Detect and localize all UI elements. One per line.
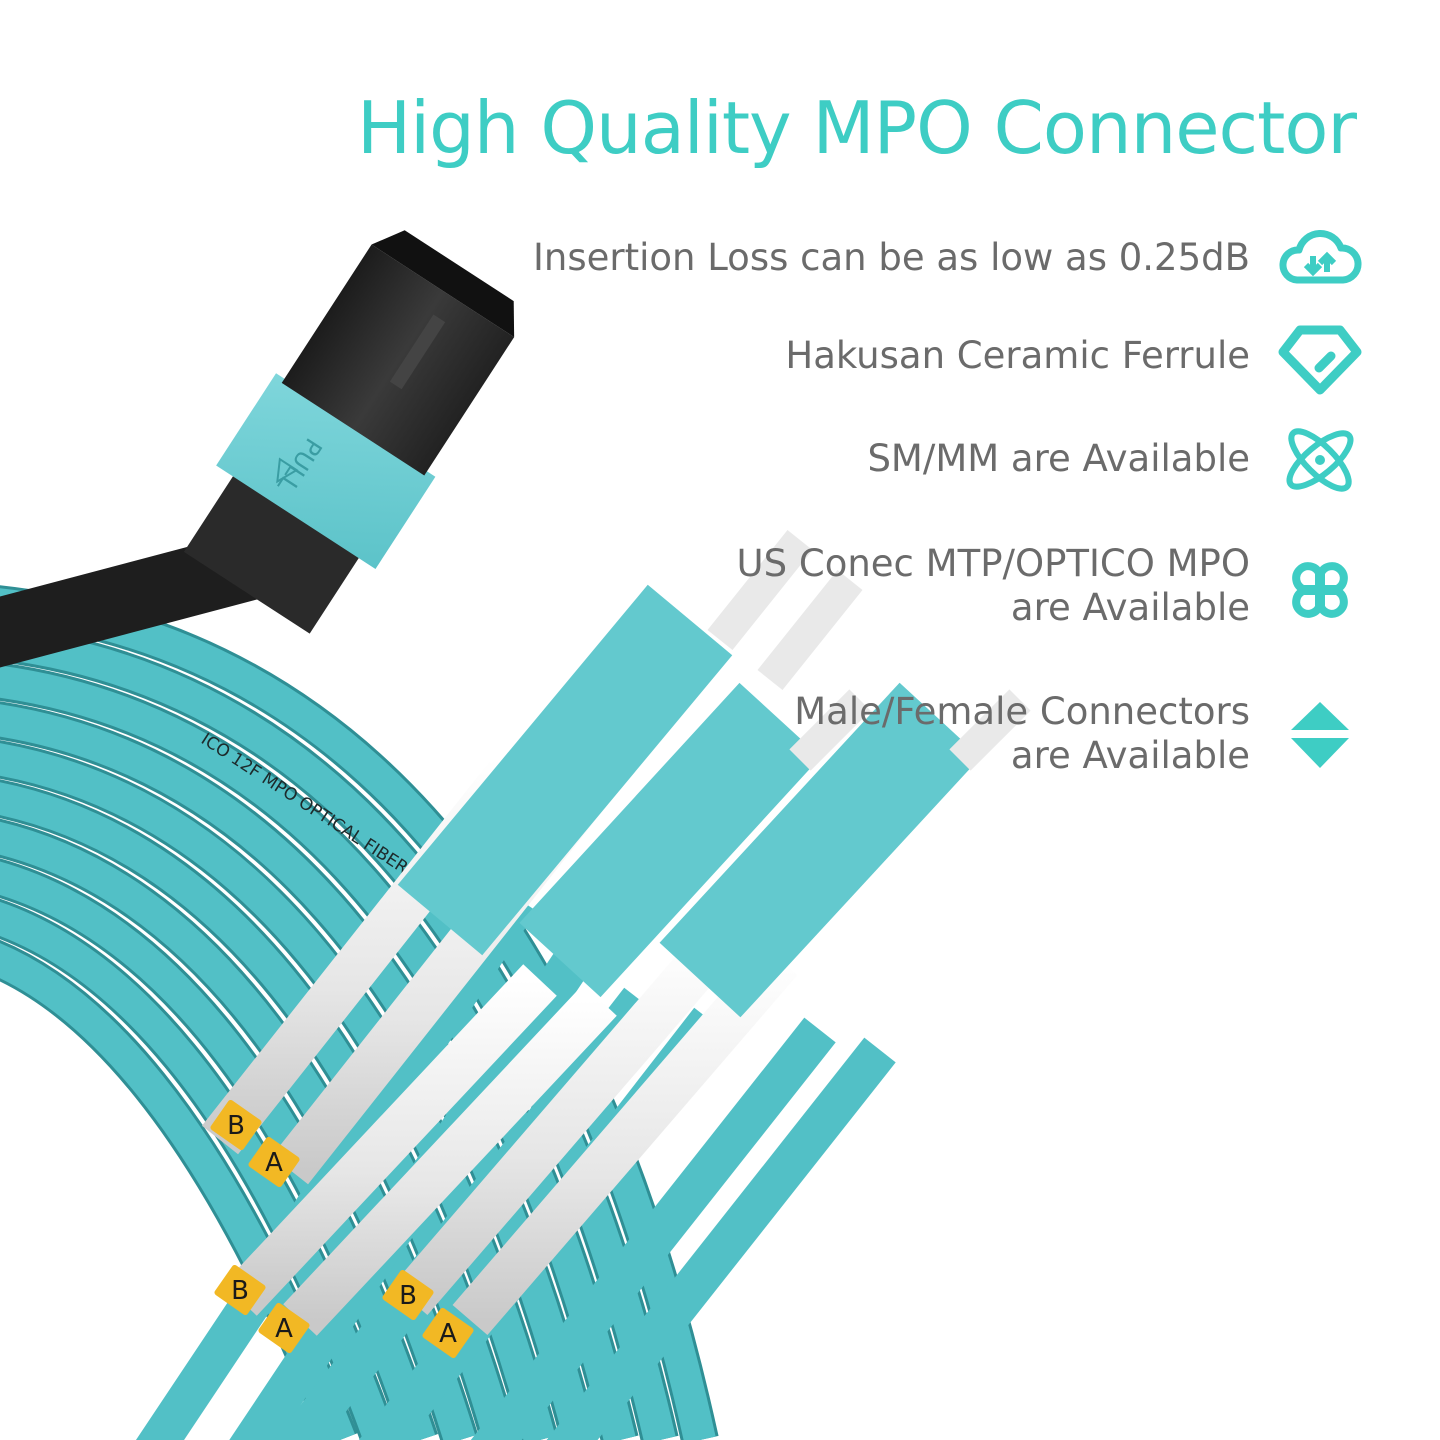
feature-text: SM/MM are Available <box>867 437 1250 480</box>
feature-text-line-2: are Available <box>1010 586 1250 629</box>
feature-text: Hakusan Ceramic Ferrule <box>785 334 1250 377</box>
lc-label-b: B <box>399 1281 417 1311</box>
feature-text: Insertion Loss can be as low as 0.25dB <box>532 236 1250 279</box>
lc-label-a: A <box>439 1319 457 1349</box>
page-title: High Quality MPO Connector <box>357 86 1357 170</box>
feature-sm-mm: SM/MM are Available <box>867 437 1250 481</box>
feature-us-conec: US Conec MTP/OPTICO MPO are Available <box>737 542 1250 630</box>
up-down-triangles-icon <box>1275 692 1365 782</box>
lc-label-tags: B A B A B A <box>210 1099 474 1359</box>
lc-label-b: B <box>227 1111 245 1141</box>
feature-text-line-1: Male/Female Connectors <box>794 690 1250 733</box>
feature-text-line-1: US Conec MTP/OPTICO MPO <box>736 542 1250 585</box>
lc-connectors: B A B A B A <box>135 530 1031 1440</box>
feature-insertion-loss: Insertion Loss can be as low as 0.25dB <box>533 236 1250 280</box>
rocket-orbit-icon <box>1275 415 1365 505</box>
cloud-transfer-icon <box>1275 212 1365 302</box>
feature-male-female: Male/Female Connectors are Available <box>794 690 1250 778</box>
lc-label-b: B <box>231 1276 249 1306</box>
lc-label-a: A <box>265 1148 283 1178</box>
lc-pair-3 <box>392 682 1031 1440</box>
diamond-icon <box>1275 312 1365 402</box>
feature-text-line-2: are Available <box>1010 734 1250 777</box>
mpo-connector: PULL <box>0 230 515 702</box>
command-key-icon <box>1275 545 1365 635</box>
lc-label-a: A <box>275 1314 293 1344</box>
feature-ceramic-ferrule: Hakusan Ceramic Ferrule <box>785 334 1250 378</box>
